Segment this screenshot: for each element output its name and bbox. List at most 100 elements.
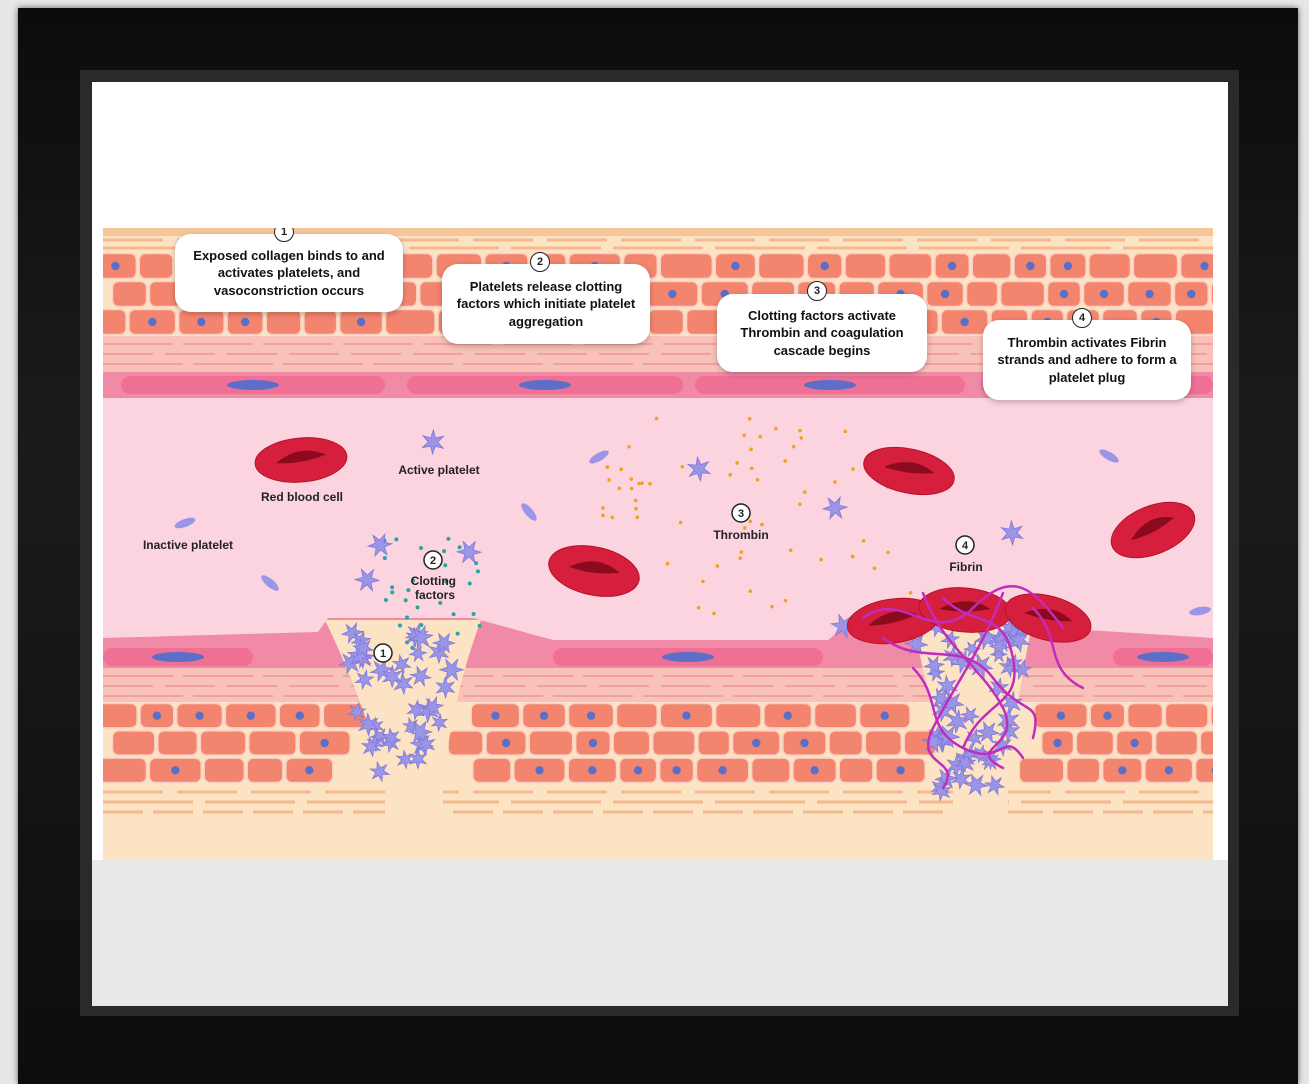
tissue-cell: [103, 758, 146, 782]
tissue-cell: [1076, 731, 1113, 755]
cell-nucleus: [752, 739, 760, 747]
clotting-factor-dot: [468, 582, 472, 586]
thrombin-dot: [760, 523, 764, 527]
thrombin-dot: [735, 461, 739, 465]
cell-nucleus: [148, 318, 156, 326]
tissue-cell: [1089, 254, 1130, 279]
clotting-factors-label: Clotting factors: [411, 574, 460, 602]
endothelial-nucleus: [662, 652, 714, 662]
thrombin-dot: [610, 516, 614, 520]
tissue-cell: [113, 731, 155, 755]
cell-nucleus: [153, 711, 161, 719]
fibrin-label: Fibrin: [949, 560, 982, 574]
inactive-platelet-label: Inactive platelet: [143, 538, 233, 552]
cell-nucleus: [634, 766, 642, 774]
cell-nucleus: [320, 739, 328, 747]
tissue-cell: [1067, 758, 1100, 782]
slide-footer-area: [92, 860, 1228, 1006]
clotting-factor-dot: [446, 537, 450, 541]
endothelial-nucleus: [227, 380, 279, 390]
tissue-cell: [1001, 282, 1045, 307]
tissue-cell: [386, 310, 436, 335]
cell-nucleus: [111, 262, 119, 270]
thrombin-dot: [619, 468, 623, 472]
svg-text:4: 4: [962, 540, 969, 552]
cell-nucleus: [502, 739, 510, 747]
cell-nucleus: [800, 739, 808, 747]
cell-nucleus: [587, 711, 595, 719]
thrombin-dot: [748, 417, 752, 421]
tissue-cell: [716, 704, 761, 728]
tissue-cell: [1128, 704, 1163, 728]
thrombin-dot: [749, 589, 753, 593]
cell-nucleus: [247, 711, 255, 719]
clotting-factor-dot: [476, 569, 480, 573]
clotting-factor-dot: [390, 585, 394, 589]
tissue-cell: [839, 758, 873, 782]
tissue-cell: [113, 282, 147, 307]
thrombin-dot: [601, 506, 605, 510]
thrombin-dot: [851, 555, 855, 559]
tissue-cell: [266, 310, 301, 335]
step-4-callout: Thrombin activates Fibrin strands and ad…: [983, 320, 1191, 400]
svg-text:2: 2: [430, 555, 436, 567]
clotting-factor-dot: [416, 605, 420, 609]
cell-nucleus: [197, 318, 205, 326]
endothelial-nucleus: [1137, 652, 1189, 662]
marker-1: 1: [374, 644, 392, 662]
cell-nucleus: [941, 290, 949, 298]
step-3-text: Clotting factors activate Thrombin and c…: [727, 307, 917, 360]
svg-text:3: 3: [738, 508, 744, 520]
thrombin-dot: [886, 551, 890, 555]
cell-nucleus: [535, 766, 543, 774]
thrombin-dot: [728, 473, 732, 477]
cell-nucleus: [1187, 290, 1195, 298]
cell-nucleus: [1026, 262, 1034, 270]
clotting-factor-dot: [443, 563, 447, 567]
cell-nucleus: [305, 766, 313, 774]
clotting-factor-dot: [398, 624, 402, 628]
step-2-text: Platelets release clotting factors which…: [452, 278, 640, 331]
thrombin-dot: [843, 430, 847, 434]
thrombin-dot: [701, 580, 705, 584]
endothelial-nucleus: [804, 380, 856, 390]
cell-nucleus: [668, 290, 676, 298]
thrombin-dot: [783, 459, 787, 463]
clotting-factor-dot: [404, 598, 408, 602]
thrombin-dot: [784, 599, 788, 603]
cell-nucleus: [491, 711, 499, 719]
clotting-factor-dot: [442, 549, 446, 553]
thrombin-dot: [873, 566, 877, 570]
thrombin-dot: [712, 612, 716, 616]
clotting-factors-label-line: Clotting: [411, 574, 456, 588]
cell-nucleus: [1200, 262, 1208, 270]
cell-nucleus: [589, 739, 597, 747]
clotting-factor-dot: [406, 588, 410, 592]
clotting-factor-dot: [478, 624, 482, 628]
cell-nucleus: [731, 262, 739, 270]
clotting-factor-dot: [405, 615, 409, 619]
thrombin-dot: [635, 515, 639, 519]
marker-2: 2: [424, 551, 442, 569]
clotting-factor-dot: [394, 537, 398, 541]
cell-nucleus: [718, 766, 726, 774]
tissue-cell: [972, 254, 1011, 279]
thrombin-dot: [634, 507, 638, 511]
clotting-factor-dot: [456, 632, 460, 636]
endothelial-nucleus: [519, 380, 571, 390]
thrombin-dot: [640, 481, 644, 485]
tissue-cell: [103, 310, 126, 335]
tissue-cell: [613, 731, 650, 755]
thrombin-dot: [756, 478, 760, 482]
clotting-factor-dot: [383, 556, 387, 560]
tissue-cell: [304, 310, 337, 335]
thrombin-dot: [629, 477, 633, 481]
thrombin-dot: [740, 550, 744, 554]
thrombin-dot: [607, 478, 611, 482]
cell-nucleus: [296, 711, 304, 719]
cell-nucleus: [1064, 262, 1072, 270]
cell-nucleus: [672, 766, 680, 774]
tissue-cell: [249, 731, 296, 755]
thrombin-dot: [819, 558, 823, 562]
tissue-cell: [814, 704, 856, 728]
